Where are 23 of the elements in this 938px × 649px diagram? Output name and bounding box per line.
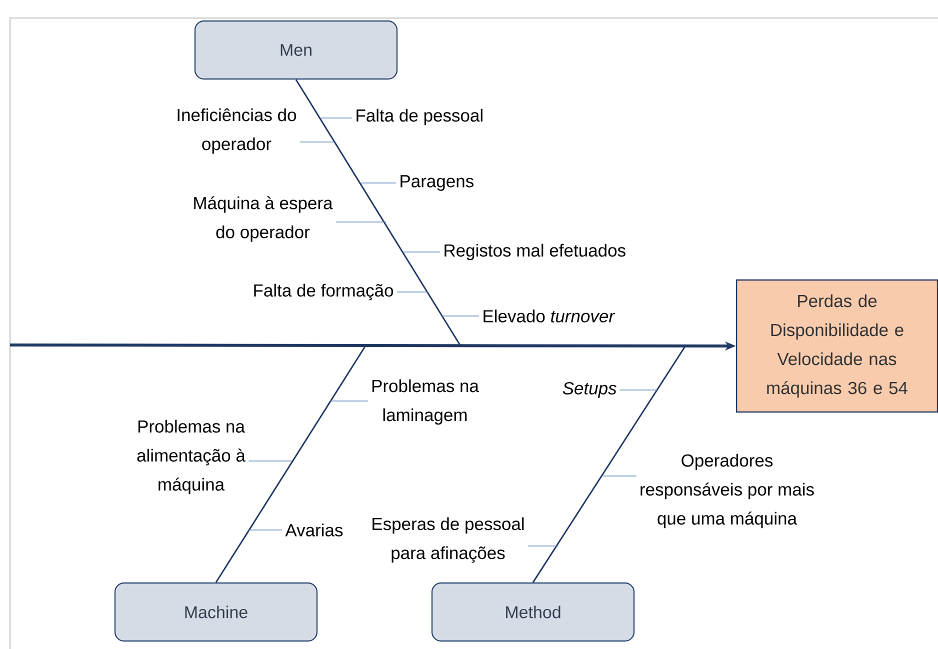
effect-box: Perdas de Disponibilidade e Velocidade nas máquinas 36 e 54 (736, 279, 938, 413)
category-box: Method (431, 582, 635, 642)
cause-label: Paragens (400, 175, 474, 191)
bone-line (532, 344, 687, 583)
cause-label: Falta de pessoal (356, 108, 482, 126)
cause-label: Falta de formação (254, 284, 394, 300)
category-box: Machine (114, 582, 318, 642)
cause-label: Ineficiências do operador (178, 108, 296, 154)
bone-line (215, 344, 367, 583)
cause-label: Registos mal efetuados (444, 244, 626, 260)
cause-label: Problemas na laminagem (372, 379, 479, 425)
cause-label: Setups (562, 382, 616, 398)
bone-line (295, 79, 461, 346)
cause-label: Máquina à espera do operador (194, 196, 333, 242)
cause-label: Esperas de pessoal para afinações (372, 517, 524, 563)
category-box: Men (194, 20, 398, 80)
cause-label: Avarias (285, 524, 343, 536)
leader-line (360, 182, 396, 184)
leader-line (248, 460, 292, 462)
leader-line (330, 400, 368, 402)
cause-label: Operadores responsáveis por mais que uma máquina (640, 454, 814, 528)
cause-label: Elevado turnover (484, 310, 616, 322)
cause-label: Problemas na alimentação à máquina (137, 420, 246, 494)
